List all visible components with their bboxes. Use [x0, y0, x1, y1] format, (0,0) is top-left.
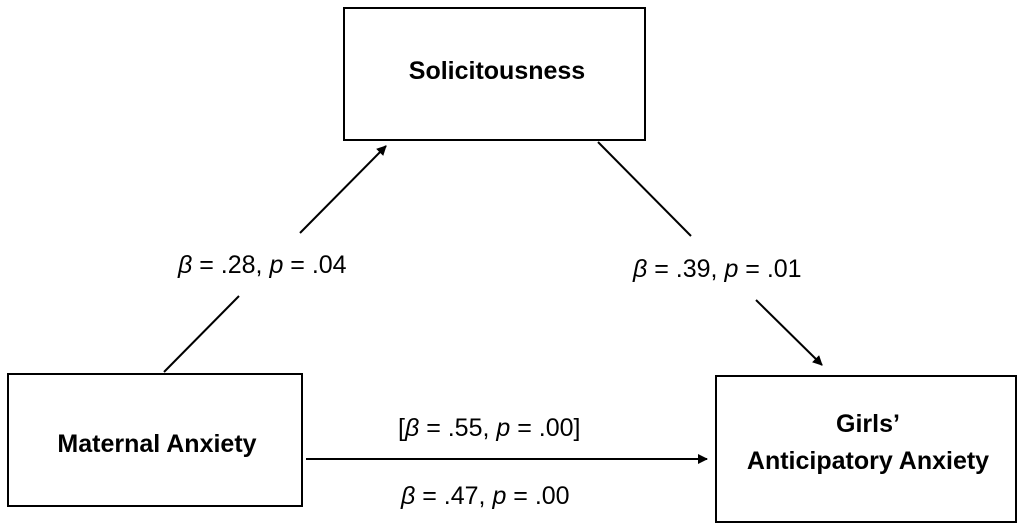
path-total-label: [β = .55, p = .00]: [398, 414, 581, 442]
path-direct-beta-symbol: β: [400, 482, 415, 510]
mediator-label: Solicitousness: [409, 57, 585, 85]
predictor-label: Maternal Anxiety: [57, 430, 256, 458]
outcome-node: Girls’ Anticipatory Anxiety: [715, 375, 1017, 523]
path-total-p-value: = .00: [510, 414, 573, 442]
path-b-upper-segment: [597, 141, 692, 237]
path-a-p-symbol: p: [268, 251, 283, 279]
outcome-label-line2: Anticipatory Anxiety: [747, 447, 989, 475]
path-a-p-value: = .04: [283, 251, 346, 279]
outcome-label-line1: Girls’: [836, 410, 900, 438]
path-direct-p-value: = .00: [506, 482, 569, 510]
path-a-beta-value: = .28,: [192, 251, 269, 279]
path-total-beta-value: = .55,: [419, 414, 496, 442]
path-a-arrow: [163, 145, 387, 373]
mediator-box: [343, 7, 646, 141]
path-total-open-bracket: [: [398, 414, 405, 442]
path-total-beta-symbol: β: [404, 414, 419, 442]
outcome-box: [715, 375, 1017, 523]
predictor-box: [7, 373, 303, 507]
path-b-arrow: [597, 141, 823, 366]
path-b-beta-symbol: β: [632, 255, 647, 283]
path-direct-beta-value: = .47,: [415, 482, 492, 510]
path-direct-p-symbol: p: [491, 482, 506, 510]
path-direct-label: β = .47, p = .00: [400, 482, 570, 510]
predictor-node: Maternal Anxiety: [7, 373, 303, 507]
path-total-p-symbol: p: [495, 414, 510, 442]
path-a-upper-segment: [299, 145, 387, 234]
path-b-beta-value: = .39,: [647, 255, 724, 283]
path-b-p-value: = .01: [738, 255, 801, 283]
path-b-p-symbol: p: [723, 255, 738, 283]
mediator-node: Solicitousness: [343, 7, 646, 141]
path-b-lower-segment: [755, 299, 823, 366]
path-a-lower-segment: [163, 295, 240, 373]
path-b-label: β = .39, p = .01: [632, 255, 802, 283]
path-a-beta-symbol: β: [177, 251, 192, 279]
path-total-close-bracket: ]: [574, 414, 581, 442]
path-a-label: β = .28, p = .04: [177, 251, 347, 279]
